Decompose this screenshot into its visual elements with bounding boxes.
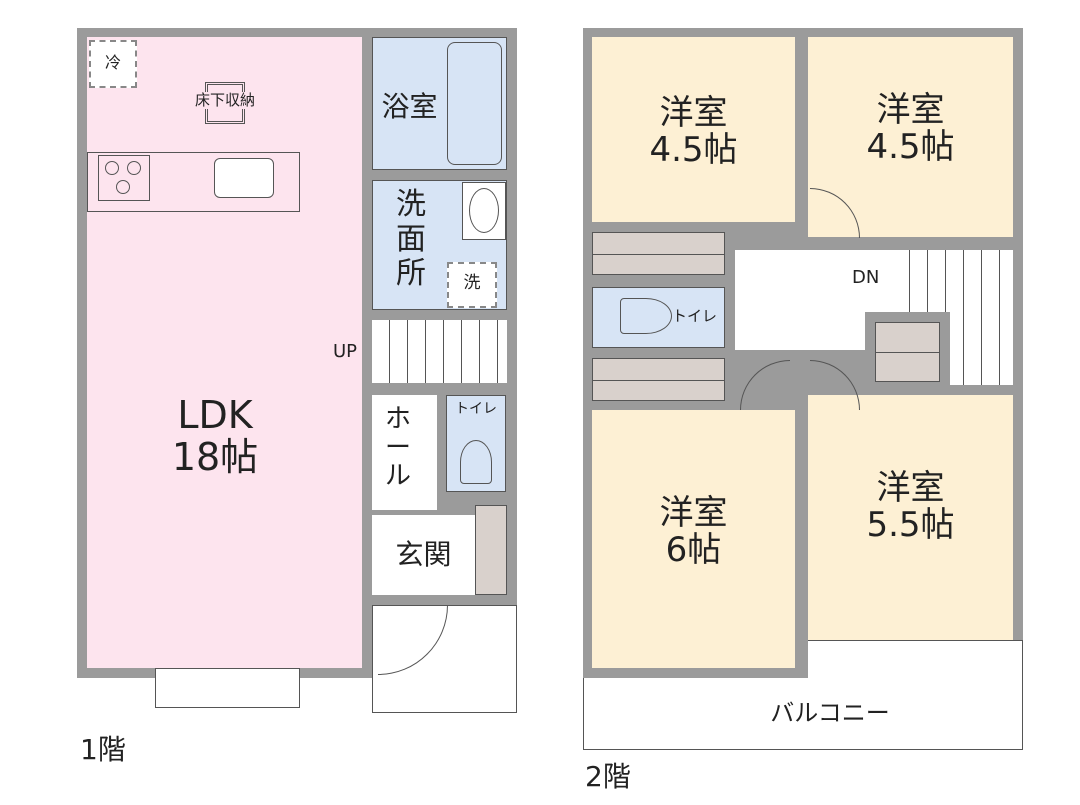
room-br-size: 5.5帖: [866, 505, 955, 546]
floor1-plan: 冷 床下収納 LDK 18帖 浴室 洗面所 洗 UP ホール トイレ 玄関 1階: [77, 28, 517, 766]
ldk-name: LDK: [177, 393, 253, 437]
room-tl-name: 洋室: [659, 93, 728, 133]
room-br-label: 洋室 5.5帖: [808, 468, 1013, 546]
ldk-room: [87, 37, 362, 668]
room-tr-name: 洋室: [876, 90, 945, 130]
fridge-space: [89, 40, 137, 88]
room-bottom-right: [808, 395, 1013, 640]
underfloor-storage-label: 床下収納: [175, 92, 275, 109]
floor1-caption: 1階: [80, 733, 126, 766]
washer-space: [447, 262, 497, 308]
bay-window: [155, 668, 300, 708]
room-bl-label: 洋室 6帖: [592, 493, 795, 571]
floor2-caption: 2階: [585, 760, 631, 793]
hall-label: ホール: [385, 404, 412, 492]
entrance-label: 玄関: [395, 538, 452, 571]
room-bottom-left: [592, 410, 795, 668]
entrance: [372, 515, 475, 595]
toilet-2f-label: トイレ: [672, 307, 718, 325]
room-tl-size: 4.5帖: [649, 130, 738, 171]
bathroom: [372, 37, 507, 170]
closet-upper: [592, 232, 725, 275]
stove-icon: [98, 155, 150, 201]
bathtub-icon: [447, 42, 502, 165]
closet-lower: [592, 358, 725, 401]
toilet-bowl-icon: [460, 440, 492, 484]
washroom-label: 洗面所: [396, 187, 426, 291]
room-tr-size: 4.5帖: [866, 127, 955, 168]
washer-label: 洗: [463, 273, 481, 293]
stairs-1f[interactable]: [372, 320, 507, 383]
room-tl-label: 洋室 4.5帖: [592, 93, 795, 171]
room-top-left: [592, 37, 795, 222]
room-tr-label: 洋室 4.5帖: [808, 90, 1013, 168]
stairs-down-label: DN: [852, 267, 880, 288]
floor2-plan: バルコニー 洋室 4.5帖 洋室 4.5帖 トイレ DN 洋室 6帖 洋室 5.…: [540, 0, 1080, 805]
ldk-label: LDK 18帖: [150, 393, 280, 479]
closet-stair: [875, 322, 940, 382]
hall: [372, 395, 437, 510]
fridge-label: 冷: [104, 53, 121, 72]
toilet-2f: [592, 287, 725, 348]
sink-icon: [214, 158, 274, 198]
shoe-cabinet: [475, 505, 507, 595]
balcony-label: バルコニー: [770, 699, 890, 727]
room-bl-name: 洋室: [659, 493, 728, 533]
ldk-size: 18帖: [171, 434, 259, 479]
room-bl-size: 6帖: [665, 530, 722, 571]
bath-label: 浴室: [381, 90, 438, 123]
room-br-name: 洋室: [876, 468, 945, 508]
washbasin-icon: [462, 182, 506, 240]
stairs-up-label: UP: [333, 341, 358, 362]
toilet-bowl-2f-icon: [620, 298, 672, 334]
toilet-1f-label: トイレ: [455, 401, 497, 417]
